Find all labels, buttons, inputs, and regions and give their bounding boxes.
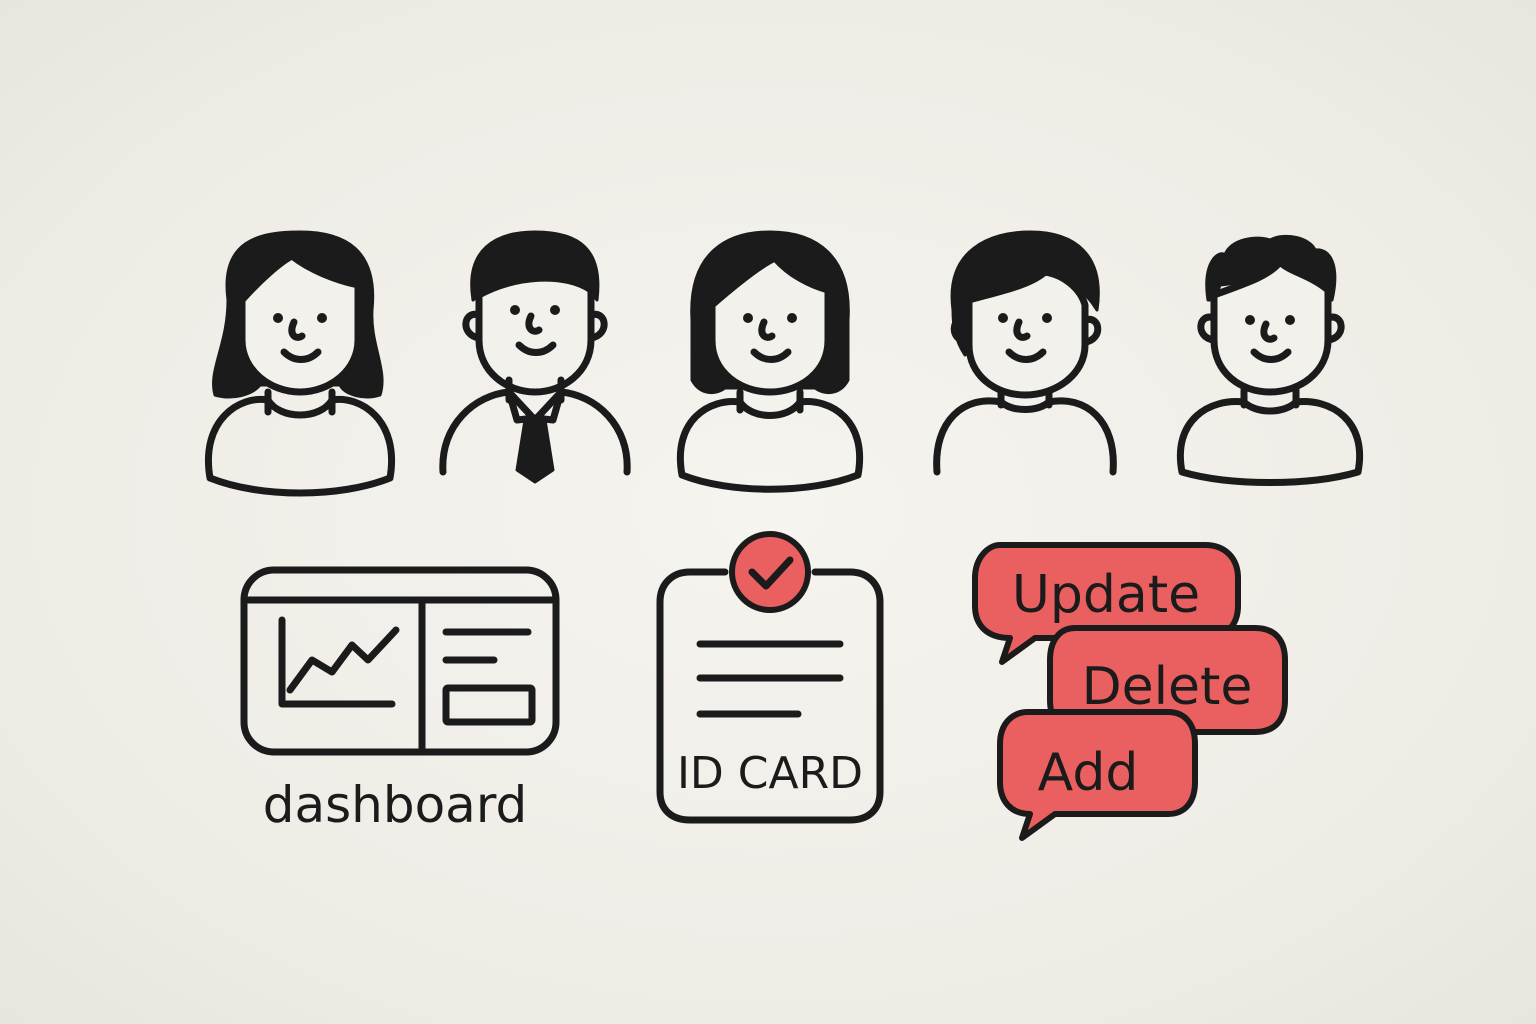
add-button[interactable]: Add — [997, 709, 1198, 841]
avatar-man-with-tie — [439, 230, 631, 484]
id-card-icon[interactable] — [656, 568, 884, 824]
delete-label: Delete — [1082, 657, 1253, 717]
avatar-boy — [1176, 234, 1364, 486]
delete-button[interactable]: Delete — [1047, 625, 1288, 735]
id-card-label: ID CARD — [677, 748, 863, 799]
dashboard-icon[interactable] — [240, 566, 560, 756]
add-label: Add — [1038, 743, 1139, 803]
avatar-woman-1 — [205, 230, 395, 497]
avatar-woman-2 — [676, 230, 864, 493]
checkmark-icon — [729, 531, 811, 613]
dashboard-label: dashboard — [263, 776, 528, 834]
avatar-person-short-hair — [933, 230, 1117, 476]
update-label: Update — [1012, 565, 1200, 625]
